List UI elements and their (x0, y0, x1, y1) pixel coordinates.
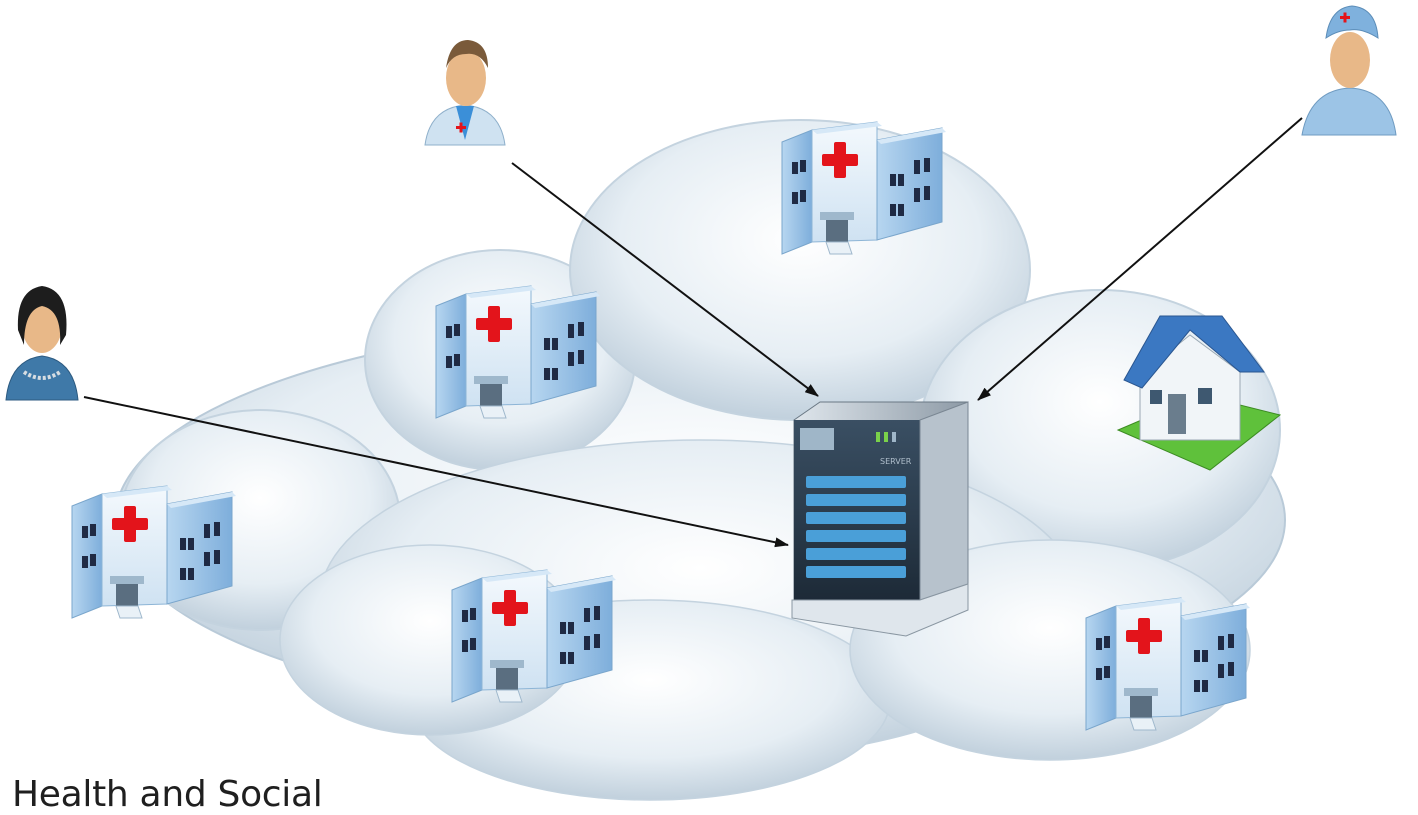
network-cloud (114, 119, 1286, 801)
doctor-male-icon (424, 40, 506, 146)
hospital-building-icon (1085, 597, 1251, 731)
nurse-female-icon (1301, 5, 1397, 136)
caption-text: Health and Social (12, 774, 323, 815)
server-label: SERVER (880, 457, 912, 466)
arrow-nurse-to-server (977, 117, 1303, 401)
connection-arrows (83, 117, 1303, 548)
server-icon: SERVER (791, 401, 969, 637)
arrow-patient-to-server (83, 396, 789, 548)
arrow-doctor-to-server (511, 162, 819, 397)
woman-patient-icon (5, 286, 79, 401)
house-icon (1116, 315, 1282, 471)
